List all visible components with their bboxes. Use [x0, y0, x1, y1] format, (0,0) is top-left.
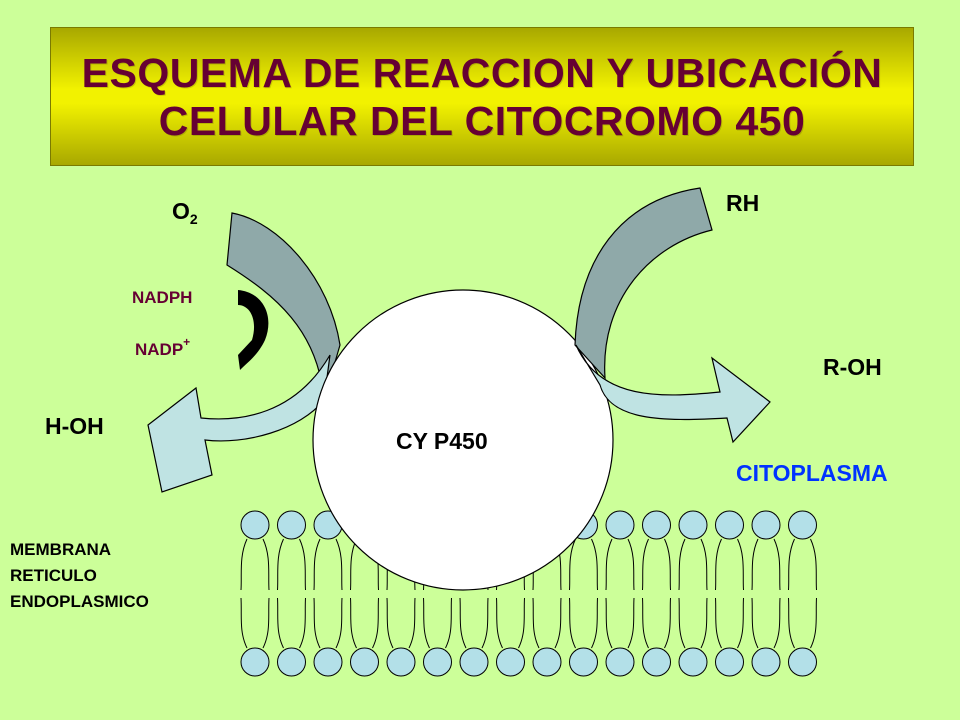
lipid-head-bottom: [605, 647, 635, 677]
lipid-head-top: [751, 510, 781, 540]
lipid-tail: [605, 538, 635, 649]
lipid-head-bottom: [350, 647, 379, 677]
membrane-label-line-2: RETICULO: [10, 566, 97, 585]
title-line-2: CELULAR DEL CITOCROMO 450: [158, 97, 806, 144]
title-banner: ESQUEMA DE REACCION Y UBICACIÓN CELULAR …: [50, 27, 914, 166]
lipid-tail: [788, 538, 817, 649]
lipid-tail: [313, 538, 343, 649]
lipid-head-bottom: [313, 647, 343, 677]
lipid-head-bottom: [751, 647, 781, 677]
lipid-head-top: [240, 510, 270, 540]
lipid-head-bottom: [569, 647, 598, 677]
nadph-arrow: [238, 290, 269, 370]
title-line-1: ESQUEMA DE REACCION Y UBICACIÓN: [81, 49, 883, 96]
r-oh-label: R-OH: [823, 354, 882, 380]
lipid-head-top: [605, 510, 635, 540]
lipid-head-bottom: [459, 647, 489, 677]
lipid-head-bottom: [386, 647, 416, 677]
lipid-head-bottom: [715, 647, 744, 677]
lipid-tail: [277, 538, 306, 649]
lipid-tail: [240, 538, 270, 649]
cyp450-enzyme: [312, 289, 614, 591]
lipid-bilayer: [240, 510, 817, 677]
lipid-head-bottom: [678, 647, 708, 677]
lipid-tail: [715, 538, 744, 649]
membrane-label-line-3: ENDOPLASMICO: [10, 592, 149, 611]
lipid-head-top: [642, 510, 671, 540]
lipid-head-bottom: [788, 647, 817, 677]
lipid-tail: [678, 538, 708, 649]
h-oh-outflow-arrow: [147, 354, 331, 493]
lipid-head-bottom: [423, 647, 452, 677]
lipid-head-top: [788, 510, 817, 540]
nadp-plus-label: NADP+: [135, 335, 191, 359]
cytoplasm-label: CITOPLASMA: [736, 460, 888, 486]
lipid-head-bottom: [277, 647, 306, 677]
nadph-label: NADPH: [132, 288, 193, 307]
membrane-label: MEMBRANA RETICULO ENDOPLASMICO: [10, 537, 149, 615]
lipid-head-bottom: [532, 647, 562, 677]
rh-label: RH: [726, 190, 760, 216]
lipid-head-top: [277, 510, 306, 540]
lipid-tail: [642, 538, 671, 649]
h-oh-label: H-OH: [45, 413, 104, 439]
lipid-head-bottom: [240, 647, 270, 677]
lipid-tail: [350, 538, 379, 649]
lipid-tail: [569, 538, 598, 649]
membrane-label-line-1: MEMBRANA: [10, 540, 112, 559]
r-oh-outflow-arrow: [575, 344, 771, 444]
enzyme-label: CY P450: [396, 428, 488, 454]
lipid-head-top: [715, 510, 744, 540]
lipid-head-top: [678, 510, 708, 540]
lipid-tail: [751, 538, 781, 649]
o2-label: O2: [172, 198, 198, 227]
lipid-head-bottom: [496, 647, 525, 677]
lipid-head-bottom: [642, 647, 671, 677]
rh-inflow-arrow: [574, 187, 713, 380]
